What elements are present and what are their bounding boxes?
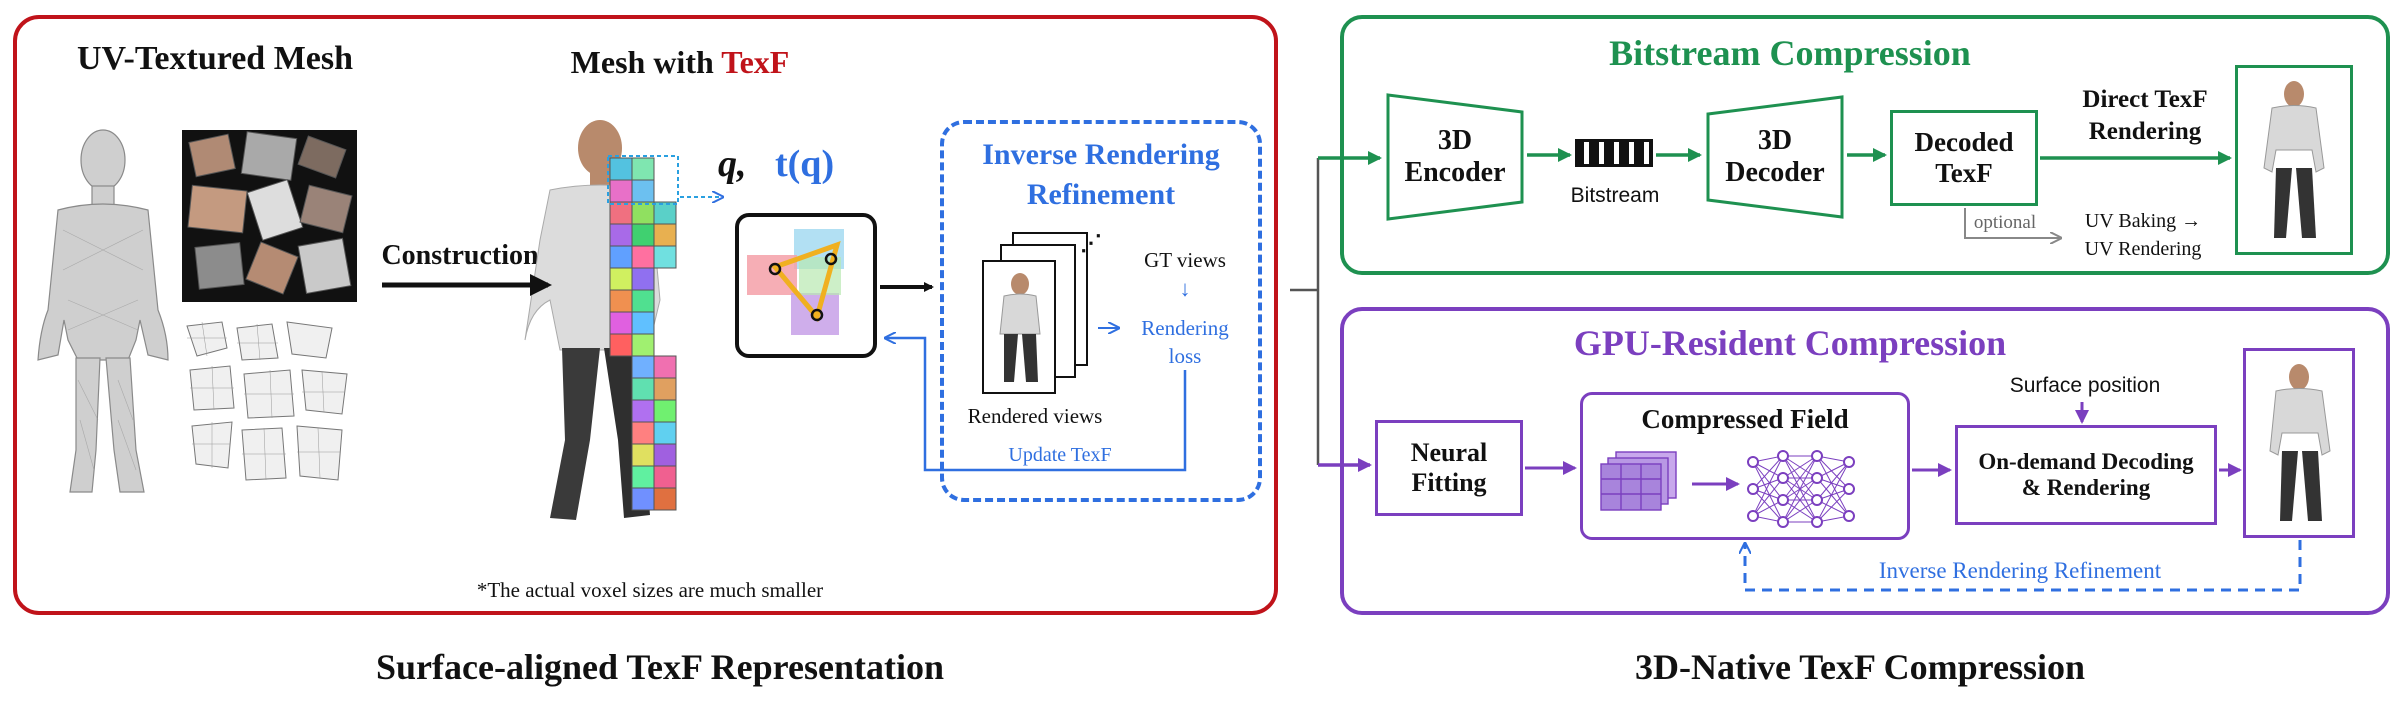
direct-render-label-2: Rendering xyxy=(2088,118,2202,145)
gpu-resident-compression-title: GPU-Resident Compression xyxy=(1573,323,2007,363)
bitstream-compression-panel xyxy=(1340,15,2390,275)
uv-baking-label-1: UV Baking → xyxy=(2084,210,2202,232)
texf-label: TexF xyxy=(721,44,790,80)
decoder-label: 3D Decoder xyxy=(1705,110,1845,204)
compressed-field-box xyxy=(1580,392,1910,540)
uv-baking-label-2: UV Rendering xyxy=(2084,238,2202,260)
mesh-with-label: Mesh with xyxy=(570,44,722,80)
encoder-label-2: Encoder xyxy=(1404,157,1506,188)
decoder-shape xyxy=(1706,95,1844,219)
representation-caption: Surface-aligned TexF Representation xyxy=(376,647,944,687)
decoder-label-2: Decoder xyxy=(1725,157,1825,188)
decoder-label-1: 3D xyxy=(1757,124,1793,156)
neural-fitting-label-1: Neural xyxy=(1410,438,1488,468)
construction-label: Construction xyxy=(381,240,539,271)
gpu-resident-compression-panel xyxy=(1340,307,2390,615)
neural-fitting-box: Neural Fitting xyxy=(1375,420,1523,516)
uv-wireframe-patches-image xyxy=(182,318,357,490)
optional-uv-arrow xyxy=(1964,208,2060,238)
inverse-rendering-title-1: Inverse Rendering xyxy=(982,138,1220,171)
inverse-refinement-loop xyxy=(1745,540,2302,592)
gpu-output-render xyxy=(2243,348,2355,538)
direct-render-label-1: Direct TexF xyxy=(2082,86,2208,113)
update-texf-loop xyxy=(886,338,1187,472)
rendered-view-card-1 xyxy=(982,260,1056,394)
rendering-loss-label-1: Rendering xyxy=(1141,316,1229,340)
bitstream-compression-title: Bitstream Compression xyxy=(1609,33,1971,73)
bitstream-label: Bitstream xyxy=(1570,184,1660,207)
bitstream-output-render xyxy=(2235,65,2353,255)
mlp-network-icon xyxy=(1745,448,1860,530)
inverse-rendering-refinement-label: Inverse Rendering Refinement xyxy=(1878,558,2162,583)
encoder-shape xyxy=(1386,93,1524,221)
more-views-dots: ⋰ xyxy=(1080,230,1102,255)
compressed-field-label: Compressed Field xyxy=(1641,404,1849,434)
optional-label: optional xyxy=(1973,212,2037,233)
bitstream-icon xyxy=(1575,139,1653,167)
inverse-rendering-box xyxy=(940,120,1262,502)
compression-caption: 3D-Native TexF Compression xyxy=(1635,647,2085,687)
voxel-size-footnote: *The actual voxel sizes are much smaller xyxy=(476,578,824,602)
gt-views-label: GT views xyxy=(1144,248,1226,272)
update-texf-label: Update TexF xyxy=(1008,444,1112,466)
decoded-texf-label-1: Decoded xyxy=(1914,126,2014,157)
uv-texture-atlas-image xyxy=(182,130,357,302)
rendering-loss-label-2: loss xyxy=(1168,344,1202,368)
uv-mesh-title: UV-Textured Mesh xyxy=(76,40,354,77)
inverse-rendering-title-2: Refinement xyxy=(1026,178,1176,211)
comma-label: , xyxy=(737,143,747,185)
on-demand-label-1: On-demand Decoding xyxy=(1978,448,2194,474)
decoded-texf-label-2: TexF xyxy=(1935,158,1993,188)
encoder-label-1: 3D xyxy=(1437,124,1473,156)
textured-mesh-with-voxels-image xyxy=(520,110,730,540)
surface-position-label: Surface position xyxy=(2009,374,2161,397)
gt-down-arrow: ↓ xyxy=(1179,276,1191,301)
encoder-label: 3D Encoder xyxy=(1385,110,1525,204)
decoded-texf-box: Decoded TexF xyxy=(1890,110,2038,206)
on-demand-label-2: & Rendering xyxy=(2021,475,2151,500)
rendered-views-label: Rendered views xyxy=(967,404,1103,428)
q-symbol: q, xyxy=(718,142,818,186)
feature-grid-icon xyxy=(1600,450,1685,515)
tq-symbol: t(q) xyxy=(775,143,835,185)
q-label: q xyxy=(718,143,737,185)
voxel-zoom-box xyxy=(735,213,877,358)
on-demand-decoding-box: On-demand Decoding & Rendering xyxy=(1955,425,2217,525)
split-connector xyxy=(1290,158,1320,465)
neural-fitting-label-2: Fitting xyxy=(1411,468,1487,497)
mesh-with-texf-title: Mesh with TexF xyxy=(520,44,840,81)
representation-panel xyxy=(13,15,1278,615)
wireframe-mesh-image xyxy=(18,120,183,500)
